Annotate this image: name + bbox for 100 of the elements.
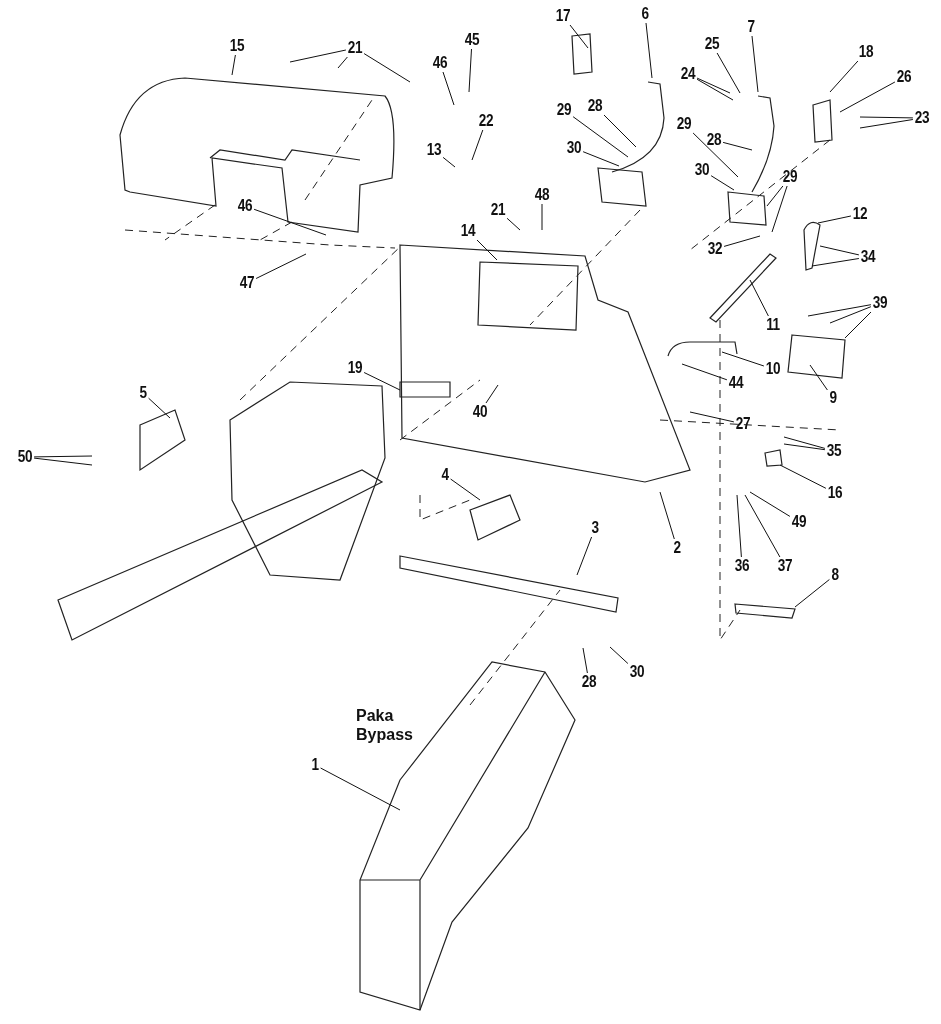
leader-line: [289, 49, 347, 63]
leader-line: [692, 132, 739, 178]
leader-line: [148, 397, 171, 419]
callout-number: 30: [566, 140, 582, 156]
callout-number: 47: [239, 275, 255, 291]
leader-line: [681, 363, 728, 381]
leader-line: [710, 175, 735, 191]
callout-number: 35: [826, 443, 842, 459]
leader-line: [582, 647, 588, 674]
leader-line: [811, 258, 860, 267]
callout-number: 3: [591, 520, 599, 536]
leader-line: [783, 436, 826, 449]
callout-number: 50: [17, 449, 33, 465]
callout-number: 48: [534, 187, 550, 203]
callout-number: 36: [734, 558, 750, 574]
callout-number: 6: [641, 6, 649, 22]
leader-line: [506, 217, 521, 231]
callout-number: 28: [587, 98, 603, 114]
leader-line: [320, 767, 401, 811]
leader-line: [471, 129, 484, 161]
leader-line: [807, 304, 872, 317]
leader-line: [859, 119, 914, 129]
callout-number: 46: [432, 55, 448, 71]
leader-line: [722, 141, 753, 151]
callout-number: 37: [777, 558, 793, 574]
leader-line: [744, 494, 781, 558]
callout-number: 39: [872, 295, 888, 311]
callout-number: 45: [464, 32, 480, 48]
leader-line: [442, 71, 455, 106]
leader-line: [603, 114, 637, 148]
callout-number: 46: [237, 198, 253, 214]
leader-line: [829, 60, 859, 93]
callout-number: 25: [704, 36, 720, 52]
callout-number: 29: [782, 169, 798, 185]
callout-number: 22: [478, 113, 494, 129]
leader-line: [572, 116, 629, 158]
leader-line: [749, 279, 769, 317]
callout-number: 12: [852, 206, 868, 222]
leader-line: [442, 156, 456, 168]
leader-line: [696, 78, 734, 101]
part-label: Paka Bypass: [356, 706, 412, 744]
callout-number: 5: [139, 385, 147, 401]
callout-number: 28: [581, 674, 597, 690]
callout-number: 4: [441, 467, 449, 483]
leader-line: [450, 478, 481, 501]
leader-line: [749, 491, 791, 517]
leader-line: [576, 536, 593, 576]
leader-line: [689, 411, 735, 423]
callout-number: 28: [706, 132, 722, 148]
callout-number: 29: [556, 102, 572, 118]
callout-number: 11: [766, 317, 780, 333]
leader-line: [645, 22, 653, 79]
callout-number: 27: [735, 416, 751, 432]
leader-line: [859, 116, 914, 119]
callout-number: 44: [728, 375, 744, 391]
callout-number: 18: [858, 44, 874, 60]
callout-number: 24: [680, 66, 696, 82]
leader-line: [766, 185, 784, 207]
callout-number: 14: [460, 223, 476, 239]
leader-line: [485, 384, 499, 404]
callout-number: 16: [827, 485, 843, 501]
leader-line: [839, 81, 896, 113]
leader-line: [819, 245, 860, 256]
callout-number: 30: [694, 162, 710, 178]
callout-number: 19: [347, 360, 363, 376]
callout-number: 17: [555, 8, 571, 24]
leader-line: [609, 646, 629, 664]
leader-line: [721, 351, 765, 367]
callout-number: 34: [860, 249, 876, 265]
leader-line: [253, 208, 327, 236]
leader-line: [569, 24, 589, 49]
leader-line: [809, 364, 828, 391]
callout-number: 2: [673, 540, 681, 556]
leader-line: [582, 151, 620, 167]
callout-number: 8: [831, 567, 839, 583]
leader-line: [779, 464, 827, 489]
callout-number: 21: [490, 202, 506, 218]
leader-line: [771, 185, 788, 233]
callout-number: 9: [829, 390, 837, 406]
callout-number: 21: [347, 40, 363, 56]
leader-line: [794, 579, 830, 608]
callout-number: 1: [311, 757, 319, 773]
leader-line: [33, 455, 93, 458]
leader-line: [231, 54, 236, 76]
leader-line: [337, 56, 348, 69]
callout-number: 15: [229, 38, 245, 54]
leader-line: [659, 491, 675, 540]
callout-number: 10: [765, 361, 781, 377]
leader-line: [696, 77, 731, 94]
leader-line: [817, 215, 852, 224]
leader-line: [751, 35, 759, 93]
leader-line: [716, 52, 741, 94]
callout-number: 7: [747, 19, 755, 35]
leader-line: [363, 372, 401, 391]
leader-line: [476, 239, 498, 261]
leader-line: [723, 235, 761, 247]
leader-line: [736, 494, 742, 558]
leader-line: [33, 457, 93, 466]
callout-number: 26: [896, 69, 912, 85]
callout-number: 13: [426, 142, 442, 158]
